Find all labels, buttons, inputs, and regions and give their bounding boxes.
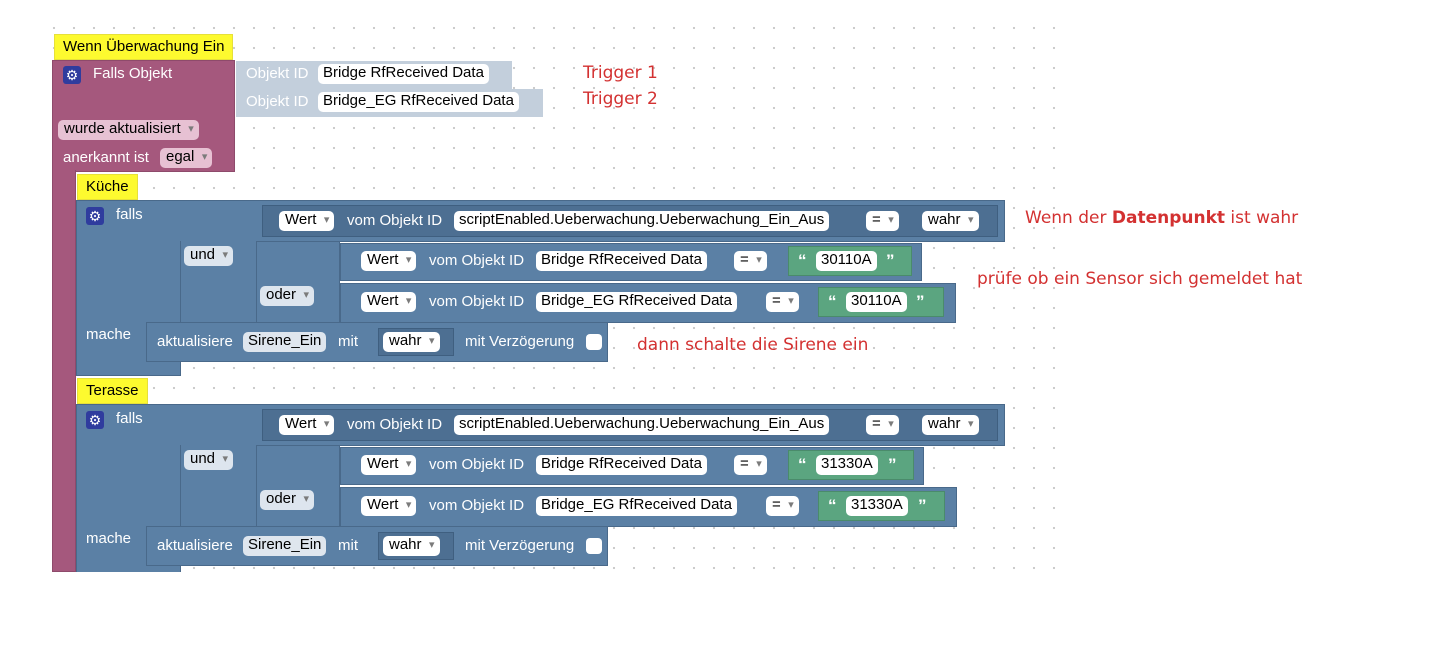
text-literal-value[interactable]: 30110A bbox=[816, 251, 877, 271]
target-field[interactable]: Sirene_Ein bbox=[243, 536, 327, 556]
vom-objekt-label: vom Objekt ID bbox=[429, 252, 525, 269]
annotation-trigger-1: Trigger 1 bbox=[583, 63, 658, 83]
oder-block-2[interactable] bbox=[256, 445, 340, 527]
open-quote-icon: “ bbox=[828, 292, 837, 311]
verzoegerung-checkbox[interactable] bbox=[586, 334, 602, 350]
oder-dropdown[interactable]: oder bbox=[260, 286, 315, 306]
vom-objekt-label: vom Objekt ID bbox=[429, 456, 525, 473]
vom-objekt-label: vom Objekt ID bbox=[429, 293, 525, 310]
comment-terasse[interactable]: Terasse bbox=[77, 378, 148, 404]
aktualisiere-label: aktualisiere bbox=[157, 537, 233, 554]
falls-label: falls bbox=[116, 206, 143, 223]
wert-dropdown[interactable]: Wert bbox=[361, 455, 417, 475]
action-block-2[interactable] bbox=[146, 526, 608, 566]
verzoegerung-checkbox[interactable] bbox=[586, 538, 602, 554]
event-block-spine bbox=[52, 170, 76, 572]
text-literal-value[interactable]: 31330A bbox=[816, 455, 878, 475]
wert-dropdown[interactable]: Wert bbox=[279, 415, 335, 435]
comment-kueche[interactable]: Küche bbox=[77, 174, 138, 200]
close-quote-icon: ” bbox=[886, 251, 895, 270]
annotation-sirene: dann schalte die Sirene ein bbox=[637, 335, 869, 355]
target-field[interactable]: Sirene_Ein bbox=[243, 332, 327, 352]
mit-label: mit bbox=[338, 333, 358, 350]
wert-dropdown[interactable]: Wert bbox=[361, 292, 417, 312]
vom-objekt-label: vom Objekt ID bbox=[347, 212, 443, 229]
gear-icon[interactable]: ⚙ bbox=[86, 207, 104, 225]
mache-label: mache bbox=[86, 530, 132, 547]
wert-dropdown[interactable]: Wert bbox=[279, 211, 335, 231]
falls-label: falls bbox=[116, 410, 143, 427]
operator-dropdown[interactable]: = bbox=[866, 211, 899, 231]
vom-objekt-label: vom Objekt ID bbox=[347, 416, 443, 433]
anerkannt-ist-label: anerkannt ist bbox=[63, 149, 149, 166]
open-quote-icon: “ bbox=[798, 455, 807, 474]
action-block-1[interactable] bbox=[146, 322, 608, 362]
open-quote-icon: “ bbox=[828, 496, 837, 515]
operator-dropdown[interactable]: = bbox=[866, 415, 899, 435]
objekt-id-field[interactable]: Bridge_EG RfReceived Data bbox=[536, 292, 737, 312]
event-comment-title[interactable]: Wenn Überwachung Ein bbox=[54, 34, 234, 60]
wahr-dropdown[interactable]: wahr bbox=[922, 415, 979, 435]
oder-dropdown[interactable]: oder bbox=[260, 490, 315, 510]
annotation-sensor: prüfe ob ein Sensor sich gemeldet hat bbox=[977, 269, 1303, 289]
annotation-datenpunkt: Wenn der Datenpunkt ist wahr bbox=[1025, 208, 1298, 228]
objekt-id-field[interactable]: Bridge RfReceived Data bbox=[536, 251, 707, 271]
trigger-2-id[interactable]: Bridge_EG RfReceived Data bbox=[318, 92, 519, 112]
objekt-id-field[interactable]: Bridge_EG RfReceived Data bbox=[536, 496, 737, 516]
wurde-aktualisiert-dropdown[interactable]: wurde aktualisiert bbox=[58, 120, 199, 140]
anerkannt-dropdown[interactable]: egal bbox=[160, 148, 213, 168]
gear-icon[interactable]: ⚙ bbox=[86, 411, 104, 429]
wert-dropdown[interactable]: Wert bbox=[361, 251, 417, 271]
objekt-id-label-2: Objekt ID bbox=[246, 93, 309, 110]
verzoegerung-label: mit Verzögerung bbox=[465, 537, 575, 554]
falls-objekt-label: Falls Objekt bbox=[93, 65, 173, 82]
mache-label: mache bbox=[86, 326, 132, 343]
objekt-id-field[interactable]: scriptEnabled.Ueberwachung.Ueberwachung_… bbox=[454, 415, 830, 435]
und-dropdown[interactable]: und bbox=[184, 246, 234, 266]
annotation-datenpunkt-post: ist wahr bbox=[1225, 208, 1299, 228]
wahr-dropdown[interactable]: wahr bbox=[922, 211, 979, 231]
operator-dropdown[interactable]: = bbox=[734, 455, 767, 475]
close-quote-icon: ” bbox=[918, 496, 927, 515]
aktualisiere-label: aktualisiere bbox=[157, 333, 233, 350]
close-quote-icon: ” bbox=[916, 292, 925, 311]
gear-icon[interactable]: ⚙ bbox=[63, 66, 81, 84]
und-dropdown[interactable]: und bbox=[184, 450, 234, 470]
vom-objekt-label: vom Objekt ID bbox=[429, 497, 525, 514]
trigger-1-id[interactable]: Bridge RfReceived Data bbox=[318, 64, 489, 84]
annotation-datenpunkt-bold: Datenpunkt bbox=[1111, 208, 1226, 228]
operator-dropdown[interactable]: = bbox=[734, 251, 767, 271]
text-literal-value[interactable]: 31330A bbox=[846, 496, 908, 516]
objekt-id-field[interactable]: scriptEnabled.Ueberwachung.Ueberwachung_… bbox=[454, 211, 830, 231]
wert-dropdown[interactable]: Wert bbox=[361, 496, 417, 516]
operator-dropdown[interactable]: = bbox=[766, 292, 799, 312]
oder-block-1[interactable] bbox=[256, 241, 340, 323]
close-quote-icon: ” bbox=[888, 455, 897, 474]
objekt-id-label: Objekt ID bbox=[246, 65, 309, 82]
wahr-dropdown[interactable]: wahr bbox=[383, 332, 440, 352]
mit-label: mit bbox=[338, 537, 358, 554]
wahr-dropdown[interactable]: wahr bbox=[383, 536, 440, 556]
text-literal-value[interactable]: 30110A bbox=[846, 292, 907, 312]
objekt-id-field[interactable]: Bridge RfReceived Data bbox=[536, 455, 707, 475]
open-quote-icon: “ bbox=[798, 251, 807, 270]
annotation-trigger-2: Trigger 2 bbox=[583, 89, 658, 109]
annotation-datenpunkt-pre: Wenn der bbox=[1025, 208, 1112, 228]
operator-dropdown[interactable]: = bbox=[766, 496, 799, 516]
verzoegerung-label: mit Verzögerung bbox=[465, 333, 575, 350]
